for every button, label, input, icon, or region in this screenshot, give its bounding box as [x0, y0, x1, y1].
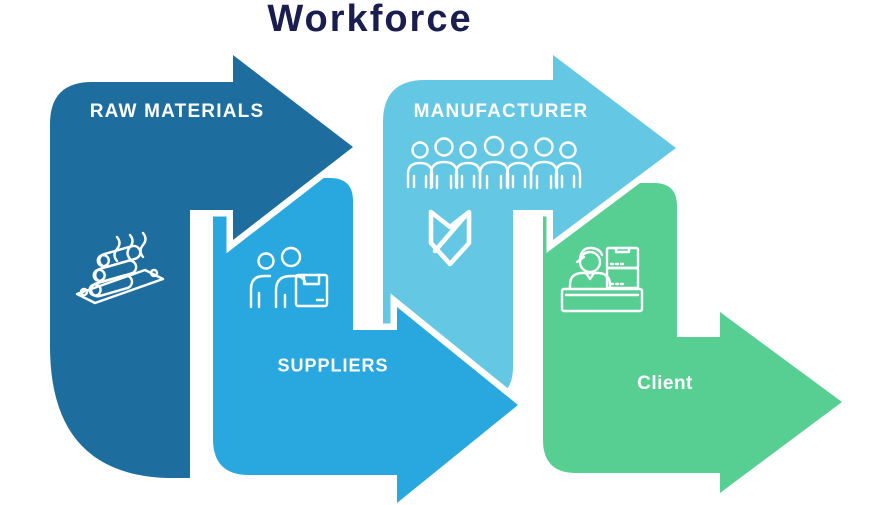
stage-label-suppliers: SUPPLIERS [277, 355, 389, 376]
stage-label-client: Client [637, 373, 693, 394]
page-title: Workforce [267, 0, 473, 40]
raw-materials-tray-icon [75, 231, 165, 305]
arrow-raw-materials [43, 41, 364, 485]
client-counter-boxes-icon [560, 246, 644, 313]
stage-label-raw-materials: RAW MATERIALS [89, 101, 265, 122]
supplier-people-box-icon [249, 246, 329, 309]
shield-logo-icon [428, 209, 472, 267]
workers-crowd-icon [406, 135, 582, 190]
arrow-client [536, 176, 853, 505]
stage-label-manufacturer: MANUFACTURER [413, 101, 589, 122]
